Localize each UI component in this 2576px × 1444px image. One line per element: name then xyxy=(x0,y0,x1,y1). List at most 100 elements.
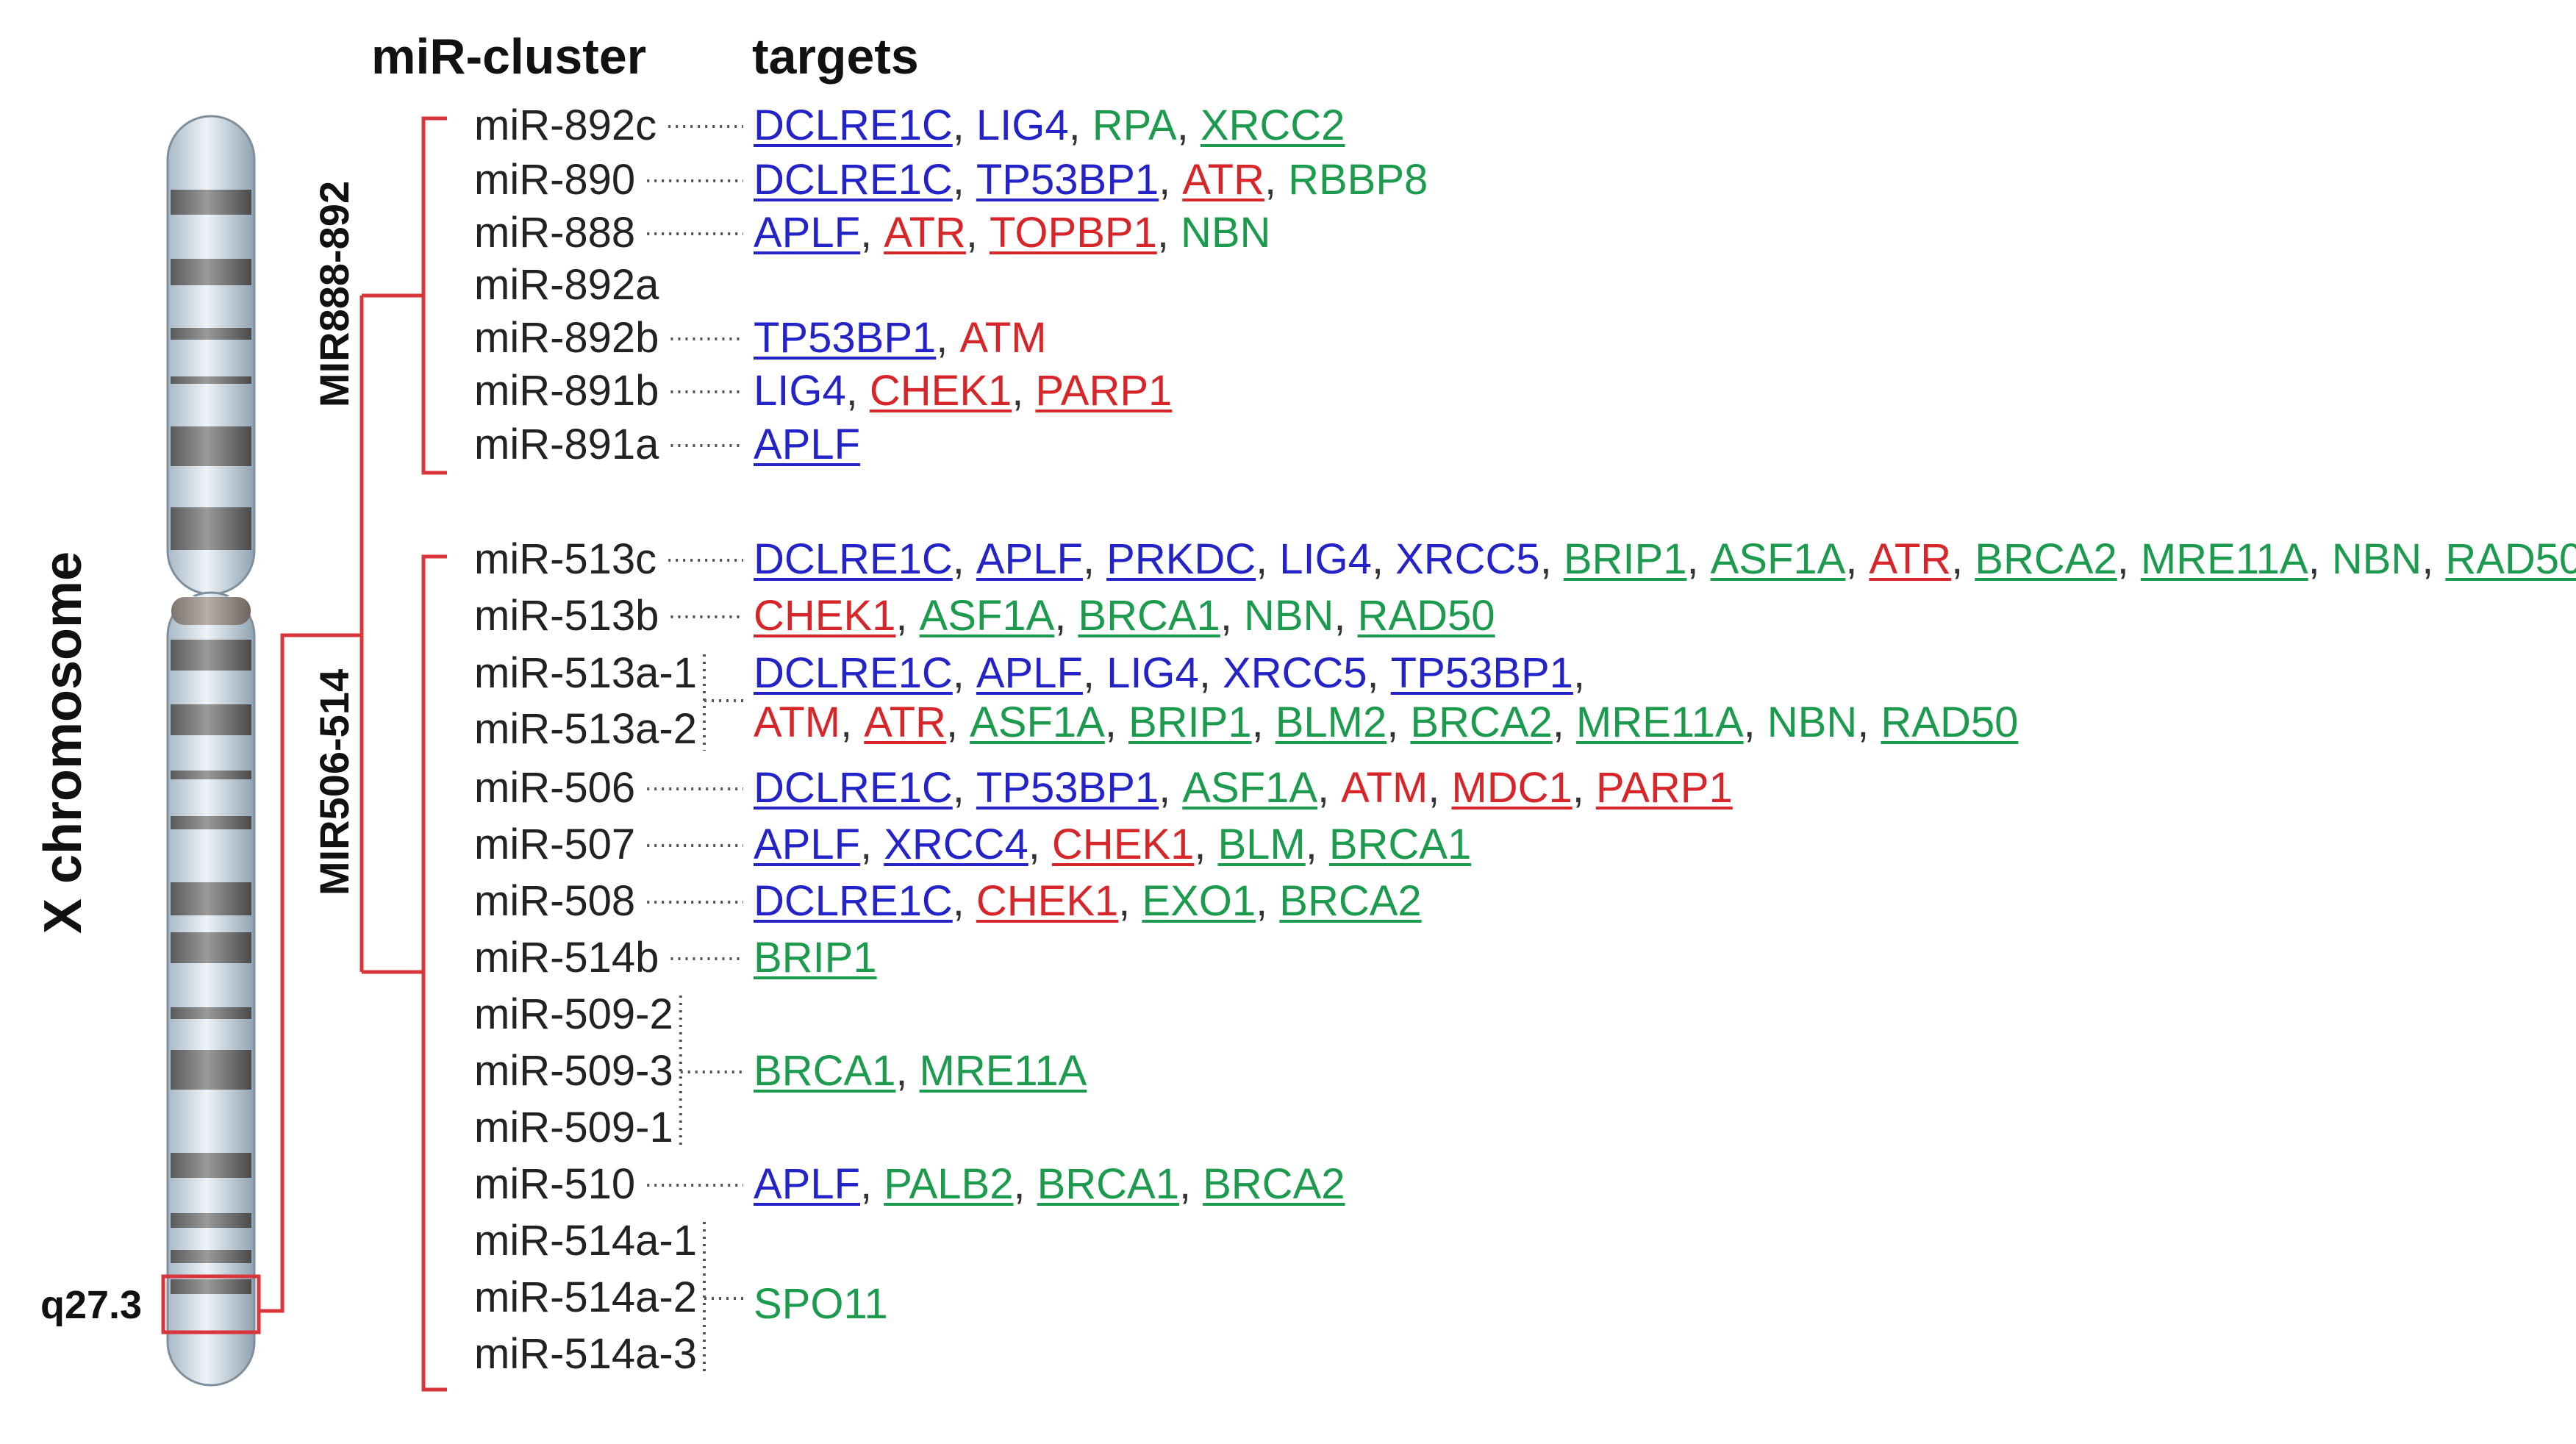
mirna-name: miR-513b xyxy=(474,592,659,640)
chromosome-band xyxy=(171,882,251,915)
separator-comma: , xyxy=(1540,535,1552,583)
mirna-name: miR-514b xyxy=(474,934,659,982)
target-gene: ASF1A xyxy=(920,592,1055,640)
separator-comma: , xyxy=(1054,592,1066,640)
target-gene: BLM2 xyxy=(1276,698,1387,746)
target-gene: APLF xyxy=(754,821,860,868)
target-gene: LIG4 xyxy=(1106,649,1199,697)
target-gene: PARP1 xyxy=(1035,367,1172,415)
target-gene: BRIP1 xyxy=(1564,535,1687,583)
mirna-name: miR-506 xyxy=(474,764,635,812)
target-gene: DCLRE1C xyxy=(754,649,953,697)
target-gene: RBBP8 xyxy=(1288,156,1428,204)
mirna-name: miR-513a-2 xyxy=(474,705,697,753)
target-gene: LIG4 xyxy=(976,101,1069,149)
separator-comma: , xyxy=(1372,535,1384,583)
separator-comma: , xyxy=(1744,698,1756,746)
chromosome-band xyxy=(171,328,251,340)
target-gene: BRCA1 xyxy=(754,1047,895,1095)
chromosome-band xyxy=(171,1007,251,1019)
separator-comma: , xyxy=(1083,649,1095,697)
chromosome-band xyxy=(171,376,251,384)
separator-comma: , xyxy=(895,592,907,640)
separator-comma: , xyxy=(1256,535,1267,583)
target-gene: BRCA2 xyxy=(1203,1160,1345,1208)
separator-comma: , xyxy=(1951,535,1963,583)
target-gene: TP53BP1 xyxy=(1391,649,1573,697)
mirna-name: miR-514a-2 xyxy=(474,1273,697,1321)
target-gene: CHEK1 xyxy=(870,367,1012,415)
target-gene: DCLRE1C xyxy=(754,764,953,812)
target-gene: NBN xyxy=(1181,209,1270,257)
separator-comma: , xyxy=(1428,764,1439,812)
target-gene: TP53BP1 xyxy=(754,314,936,362)
chromosome-band xyxy=(171,259,251,285)
separator-comma: , xyxy=(1252,698,1264,746)
target-gene: ASF1A xyxy=(1182,764,1317,812)
cluster-label-mir888-892: MIR888-892 xyxy=(311,181,357,407)
chromosome-band xyxy=(171,507,251,550)
separator-comma: , xyxy=(953,649,965,697)
separator-comma: , xyxy=(1857,698,1869,746)
target-gene: XRCC2 xyxy=(1201,101,1345,149)
mirna-name: miR-892a xyxy=(474,261,659,309)
q27-3-highlight-box xyxy=(161,1274,261,1334)
separator-comma: , xyxy=(966,209,978,257)
separator-comma: , xyxy=(1256,877,1267,925)
target-gene: BRCA2 xyxy=(1975,535,2117,583)
target-gene: PRKDC xyxy=(1106,535,1256,583)
separator-comma: , xyxy=(1177,101,1189,149)
target-gene: DCLRE1C xyxy=(754,535,953,583)
chromosome-band xyxy=(171,932,251,963)
target-gene: PALB2 xyxy=(884,1160,1013,1208)
target-gene: ATM xyxy=(754,698,840,746)
separator-comma: , xyxy=(1306,821,1317,868)
mirna-name: miR-513c xyxy=(474,535,656,583)
target-gene: XRCC5 xyxy=(1223,649,1367,697)
mirna-name: miR-888 xyxy=(474,209,635,257)
target-gene: ATM xyxy=(1341,764,1428,812)
target-gene: BRCA1 xyxy=(1037,1160,1179,1208)
chromosome-band xyxy=(171,1050,251,1090)
target-gene: APLF xyxy=(754,421,860,468)
target-gene: LIG4 xyxy=(1279,535,1372,583)
target-gene: XRCC5 xyxy=(1395,535,1540,583)
mirna-name: miR-890 xyxy=(474,156,635,204)
chromosome-band xyxy=(171,1153,251,1178)
chromosome-band xyxy=(171,1279,251,1294)
target-gene: TP53BP1 xyxy=(976,156,1159,204)
target-gene: MRE11A xyxy=(1576,698,1744,746)
target-gene: SPO11 xyxy=(754,1280,888,1328)
target-gene: DCLRE1C xyxy=(754,156,953,204)
target-gene: APLF xyxy=(976,649,1083,697)
separator-comma: , xyxy=(2117,535,2129,583)
cluster-label-mir506-514: MIR506-514 xyxy=(311,669,357,896)
separator-comma: , xyxy=(840,698,852,746)
target-gene: APLF xyxy=(754,1160,860,1208)
separator-comma: , xyxy=(1264,156,1276,204)
separator-comma: , xyxy=(1013,1160,1025,1208)
target-gene: MRE11A xyxy=(2141,535,2308,583)
separator-comma: , xyxy=(953,101,965,149)
separator-comma: , xyxy=(953,764,965,812)
chromosome-band xyxy=(171,816,251,829)
target-gene: CHEK1 xyxy=(1052,821,1194,868)
separator-comma: , xyxy=(1317,764,1329,812)
mirna-name: miR-514a-1 xyxy=(474,1217,697,1265)
separator-comma: , xyxy=(936,314,948,362)
target-gene: RPA xyxy=(1092,101,1177,149)
separator-comma: , xyxy=(1686,535,1698,583)
target-gene: RAD50 xyxy=(2445,535,2576,583)
target-gene: NBN xyxy=(2332,535,2422,583)
separator-comma: , xyxy=(1028,821,1040,868)
separator-comma: , xyxy=(1367,649,1379,697)
target-gene: CHEK1 xyxy=(976,877,1118,925)
target-gene: BRCA1 xyxy=(1078,592,1220,640)
